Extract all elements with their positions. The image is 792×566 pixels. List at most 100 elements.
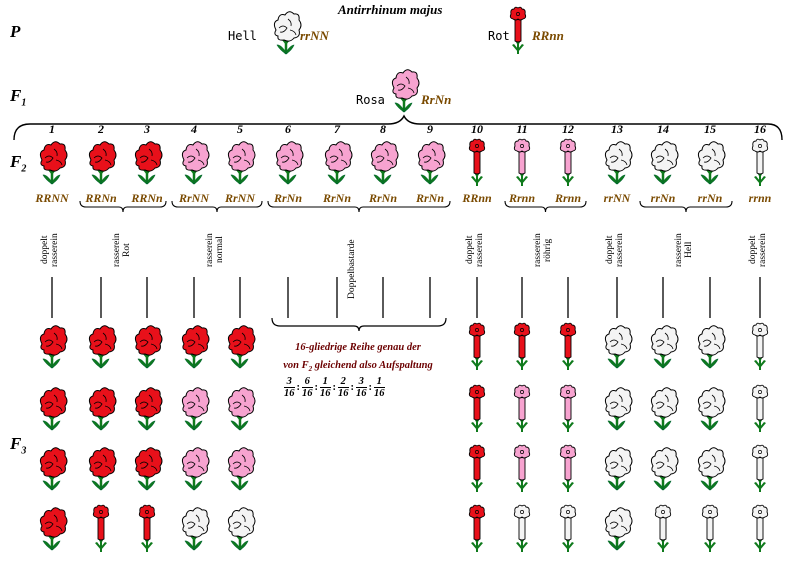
f3-flower bbox=[751, 504, 769, 552]
generation-f1-label: F1 bbox=[10, 86, 27, 109]
f2-genotype: rrNn bbox=[697, 191, 723, 205]
f2-column-number: 10 bbox=[471, 122, 483, 136]
f2-column-number: 4 bbox=[191, 122, 197, 136]
f2-genotype: RrNN bbox=[224, 191, 255, 205]
f2-flower-13 bbox=[604, 141, 633, 185]
bracket-roehrig bbox=[504, 200, 587, 213]
f3-flower bbox=[39, 507, 68, 551]
f2-flower-16 bbox=[751, 138, 769, 186]
f3-flower bbox=[39, 447, 68, 491]
f2-flower-14 bbox=[650, 141, 679, 185]
f2-flower-6 bbox=[275, 141, 304, 185]
ratio-separator: : bbox=[350, 382, 355, 393]
f3-flower bbox=[513, 384, 531, 432]
f2-column-number: 6 bbox=[285, 122, 291, 136]
f2-column-number: 2 bbox=[98, 122, 104, 136]
f3-flower bbox=[559, 444, 577, 492]
ratio-separator: : bbox=[314, 382, 319, 393]
f3-flower bbox=[88, 387, 117, 431]
bracket-hell bbox=[639, 200, 733, 213]
f2-column-number: 14 bbox=[657, 122, 669, 136]
f3-flower bbox=[559, 384, 577, 432]
f3-flower bbox=[227, 325, 256, 369]
f3-flower bbox=[134, 447, 163, 491]
f3-flower bbox=[604, 507, 633, 551]
generation-f2-label: F2 bbox=[10, 152, 27, 175]
parent-left-flower bbox=[273, 11, 302, 55]
f2-column-number: 8 bbox=[380, 122, 386, 136]
f3-flower bbox=[88, 447, 117, 491]
bracket-rot bbox=[79, 200, 167, 213]
f1-genotype: RrNn bbox=[421, 92, 452, 107]
species-title: Antirrhinum majus bbox=[338, 2, 443, 17]
f2-flower-1 bbox=[39, 141, 68, 185]
f3-flower bbox=[134, 387, 163, 431]
f2-column-number: 9 bbox=[427, 122, 433, 136]
f2-genotype: RrNn bbox=[322, 191, 351, 205]
f3-flower bbox=[468, 504, 486, 552]
bracket-doppelbastarde bbox=[267, 200, 451, 213]
f3-flower bbox=[559, 504, 577, 552]
f3-flower bbox=[227, 447, 256, 491]
f2-genotype: RrNN bbox=[178, 191, 209, 205]
f3-flower bbox=[468, 322, 486, 370]
f3-flower bbox=[92, 504, 110, 552]
f3-flower bbox=[513, 444, 531, 492]
f3-flower bbox=[468, 444, 486, 492]
f2-flower-11 bbox=[513, 138, 531, 186]
f3-flower bbox=[697, 387, 726, 431]
f3-flower bbox=[654, 504, 672, 552]
f2-flower-10 bbox=[468, 138, 486, 186]
f2-column-number: 7 bbox=[334, 122, 340, 136]
f2-genotype: Rrnn bbox=[508, 191, 536, 205]
f2-flower-2 bbox=[88, 141, 117, 185]
note-line-1: 16-gliedrige Reihe genau der bbox=[295, 342, 421, 353]
f3-flower bbox=[134, 325, 163, 369]
f3-flower bbox=[650, 447, 679, 491]
f3-flower bbox=[650, 325, 679, 369]
f2-column-number: 13 bbox=[611, 122, 623, 136]
f2-genotype: rrnn bbox=[748, 191, 772, 205]
f2-flower-15 bbox=[697, 141, 726, 185]
f3-flower bbox=[751, 384, 769, 432]
f2-column-number: 12 bbox=[562, 122, 574, 136]
f3-flower bbox=[227, 387, 256, 431]
f3-flower bbox=[138, 504, 156, 552]
f3-flower bbox=[751, 322, 769, 370]
f3-flower bbox=[559, 322, 577, 370]
f2-genotype: RRNn bbox=[131, 191, 163, 205]
ratio-separator: : bbox=[296, 382, 301, 393]
f3-flower bbox=[181, 387, 210, 431]
f2-genotype: RrNn bbox=[368, 191, 397, 205]
f2-genotype: RRNN bbox=[35, 191, 69, 205]
f3-flower bbox=[650, 387, 679, 431]
f3-flower bbox=[468, 384, 486, 432]
bracket-normal bbox=[171, 200, 263, 213]
f3-flower bbox=[181, 507, 210, 551]
f3-flower bbox=[697, 447, 726, 491]
f2-column-number: 1 bbox=[49, 122, 55, 136]
f3-flower bbox=[513, 504, 531, 552]
f2-column-number: 11 bbox=[516, 122, 528, 136]
f3-flower bbox=[697, 325, 726, 369]
f2-flower-4 bbox=[181, 141, 210, 185]
f3-flower bbox=[88, 325, 117, 369]
f2-flower-3 bbox=[134, 141, 163, 185]
f2-flower-9 bbox=[417, 141, 446, 185]
f2-flower-5 bbox=[227, 141, 256, 185]
f2-genotype: Rrnn bbox=[554, 191, 582, 205]
f2-genotype: rrNN bbox=[603, 191, 631, 205]
f1-brace bbox=[13, 114, 783, 141]
f3-flower bbox=[227, 507, 256, 551]
f3-flower bbox=[701, 504, 719, 552]
f2-column-number: 15 bbox=[704, 122, 716, 136]
note-line-2: von F2 gleichend also Aufspaltung bbox=[283, 360, 433, 374]
f3-flower bbox=[181, 447, 210, 491]
